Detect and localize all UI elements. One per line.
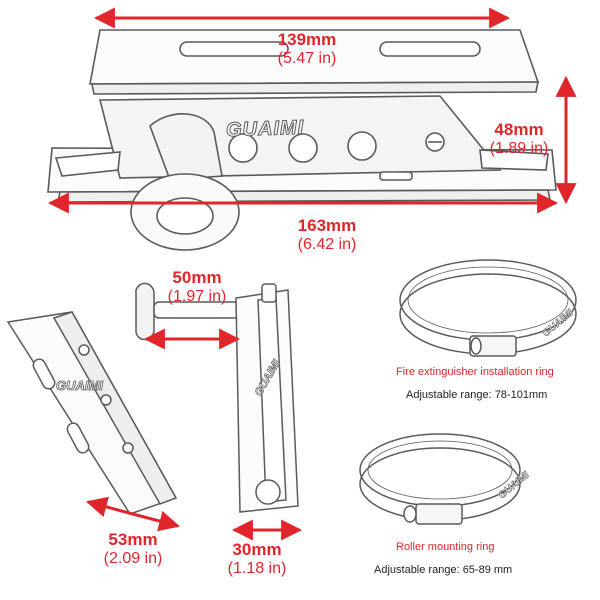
clamp-arm-drawing — [135, 282, 299, 513]
fire-ring-range: Adjustable range: 78-101mm — [406, 389, 547, 401]
fire-extinguisher-ring-drawing — [399, 259, 577, 357]
range-label: Adjustable range: — [374, 564, 460, 576]
dimension-in: (1.97 in) — [167, 287, 227, 305]
dimension-mm: 50mm — [172, 268, 222, 287]
dimension-height: 48mm (1.89 in) — [474, 120, 564, 158]
roller-ring-title: Roller mounting ring — [396, 541, 495, 553]
dimension-arm-length: 50mm (1.97 in) — [152, 268, 242, 306]
range-value: 78-101mm — [494, 389, 548, 401]
roller-ring-drawing — [359, 433, 521, 525]
dimension-mm: 163mm — [297, 216, 357, 235]
dimension-top-width: 139mm (5.47 in) — [262, 30, 352, 68]
dimension-in: (2.09 in) — [103, 549, 163, 567]
dimension-mm: 139mm — [277, 30, 337, 49]
brand-logo: GUAIMI — [225, 116, 305, 142]
dimension-mm: 53mm — [108, 530, 158, 549]
dimension-plate-width: 53mm (2.09 in) — [88, 530, 178, 568]
dimension-in: (5.47 in) — [277, 49, 337, 67]
mounting-plate-drawing — [6, 311, 178, 515]
dimension-in: (1.89 in) — [489, 139, 549, 157]
dimension-mm: 48mm — [494, 120, 544, 139]
dimension-lines — [47, 7, 577, 541]
range-label: Adjustable range: — [406, 389, 492, 401]
fire-ring-title: Fire extinguisher installation ring — [396, 366, 554, 378]
roller-ring-range: Adjustable range: 65-89 mm — [374, 564, 512, 576]
brand-logo: GUAIMI — [56, 378, 104, 394]
main-bracket-drawing — [47, 29, 557, 251]
dimension-mm: 30mm — [232, 540, 282, 559]
dimension-arm-width: 30mm (1.18 in) — [212, 540, 302, 578]
dimension-overall-width: 163mm (6.42 in) — [282, 216, 372, 254]
dimension-in: (1.18 in) — [227, 559, 287, 577]
range-value: 65-89 mm — [462, 564, 513, 576]
dimension-in: (6.42 in) — [297, 235, 357, 253]
